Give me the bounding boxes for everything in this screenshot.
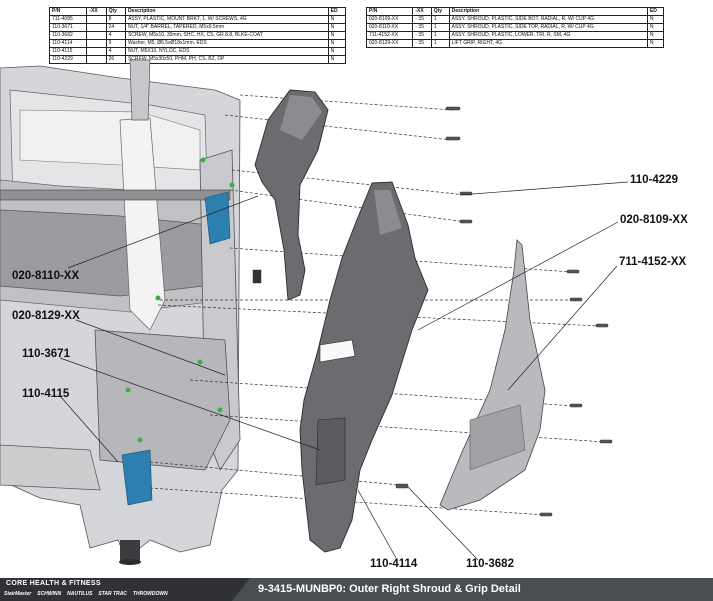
triangle-shroud-part <box>439 239 546 511</box>
brand-logo: THROWDOWN <box>132 591 168 597</box>
brand-logo: StairMaster <box>4 591 32 597</box>
callout-110-4229: 110-4229 <box>630 174 678 186</box>
callout-020-8129-xx: 020-8129-XX <box>12 310 80 322</box>
callout-110-4114: 110-4114 <box>370 558 418 570</box>
footer-title-panel <box>232 578 713 601</box>
lower-shroud-part <box>299 181 429 553</box>
brand-logo: NAUTILUS <box>67 591 93 597</box>
callout-020-8110-xx: 020-8110-XX <box>12 270 80 282</box>
callout-020-8109-xx: 020-8109-XX <box>620 214 688 226</box>
callout-711-4152-xx: 711-4152-XX <box>619 256 687 268</box>
company-name: CORE HEALTH & FITNESS <box>6 580 101 587</box>
table-cell: N <box>327 55 347 64</box>
brand-logos: StairMaster SCHWINN NAUTILUS STAR TRAC T… <box>4 591 168 597</box>
footer-brand-panel: CORE HEALTH & FITNESS StairMaster SCHWIN… <box>0 578 250 601</box>
table-cell: - 35 <box>412 39 432 48</box>
callout-110-4115: 110-4115 <box>22 388 70 400</box>
table-cell: 26 <box>105 55 126 64</box>
brand-logo: SCHWINN <box>37 591 62 597</box>
leader-lines <box>59 181 629 561</box>
upper-shroud-part <box>254 89 329 301</box>
callout-110-3682: 110-3682 <box>466 558 514 570</box>
exploded-view-diagram <box>0 59 629 565</box>
callout-110-3671: 110-3671 <box>22 348 70 360</box>
document-title: 9-3415-MUNBP0: Outer Right Shroud & Grip… <box>258 583 521 595</box>
frame-assembly <box>0 59 241 565</box>
footer-bar: CORE HEALTH & FITNESS StairMaster SCHWIN… <box>0 578 713 601</box>
brand-logo: STAR TRAC <box>98 591 127 597</box>
table-cell: N <box>646 39 665 48</box>
